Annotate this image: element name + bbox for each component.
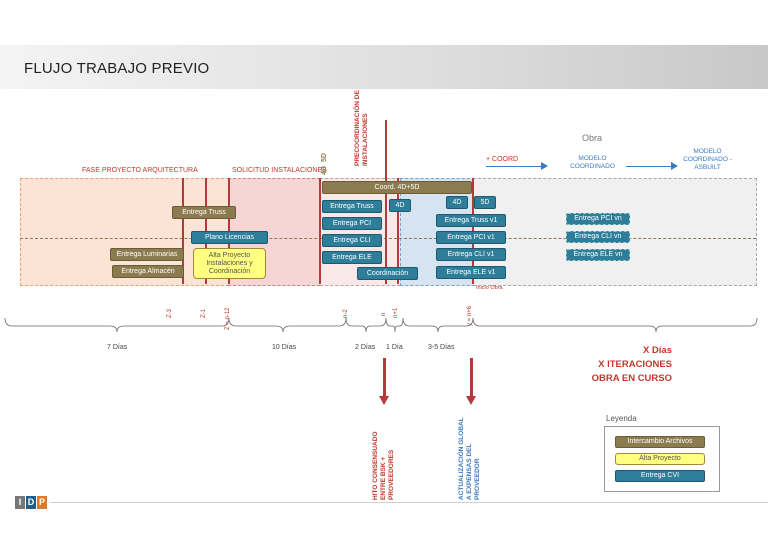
- tick-label: Z-1: [201, 309, 207, 318]
- entrega-cli-vn-box: Entrega CLI vn: [566, 231, 630, 243]
- legend-item-intercambio: Intercambio Archivos: [615, 436, 705, 448]
- entrega-ele-v1-box: Entrega ELE v1: [436, 266, 506, 279]
- entrega-pci-box: Entrega PCI: [322, 217, 382, 230]
- alta-proyecto-box: Alta Proyecto Instalaciones y Coordinaci…: [193, 248, 266, 279]
- legend-title: Leyenda: [606, 414, 637, 423]
- entrega-truss-box: Entrega Truss: [172, 206, 236, 219]
- logo-letter-i: I: [15, 496, 25, 509]
- arrow-down-hito: [383, 358, 386, 398]
- modelo-arrow-head: [671, 162, 678, 170]
- phase-label-5d: 5D: [321, 153, 328, 162]
- timeline-marker-n2: [319, 178, 321, 284]
- box-4d-b: 4D: [446, 196, 468, 209]
- timeline-marker-n1: [397, 178, 399, 284]
- arrow-head-hito: [379, 396, 389, 405]
- coord-arrow: [486, 166, 546, 167]
- box-5d: 5D: [474, 196, 496, 209]
- coord-4d5d-box: Coord. 4D+5D: [322, 181, 472, 194]
- tick-label: n: [381, 312, 387, 316]
- coordinacion-box: Coordinación: [357, 267, 418, 280]
- company-logo: I D P: [15, 496, 47, 509]
- timeline-marker-z3: [182, 178, 184, 284]
- entrega-truss-box-2: Entrega Truss: [322, 200, 382, 213]
- entrega-truss-v1-box: Entrega Truss v1: [436, 214, 506, 227]
- footer-line: [50, 502, 768, 503]
- box-4d-a: 4D: [389, 199, 411, 212]
- entrega-almacen-box: Entrega Almacén: [112, 265, 184, 278]
- actualizacion-label: ACTUALIZACIÓN GLOBAL A EXPENSAS DEL PROV…: [458, 417, 481, 500]
- duration-label: 2 Días: [355, 344, 376, 351]
- logo-letter-d: D: [26, 496, 36, 509]
- modelo-asbuilt-label: MODELO COORDINADO - ASBUILT: [683, 148, 732, 171]
- iterations-text: X Días X ITERACIONES OBRA EN CURSO: [560, 344, 672, 386]
- iterations-line3: OBRA EN CURSO: [591, 373, 672, 384]
- timeline-braces: [4, 318, 758, 333]
- modelo-arrow: [626, 166, 676, 167]
- phase-label-solicitud: SOLICITUD INSTALACIONES: [232, 167, 327, 174]
- entrega-ele-box: Entrega ELE: [322, 251, 382, 264]
- duration-label: 10 Días: [272, 344, 297, 351]
- hito-label: HITO CONSENSUADO ENTRE BSK + PROVEEDORES: [372, 431, 395, 501]
- coord-arrow-head: [541, 162, 548, 170]
- entrega-cli-box: Entrega CLI: [322, 234, 382, 247]
- timeline-marker-n: [385, 120, 387, 284]
- arrow-down-actualizacion: [470, 358, 473, 398]
- phase-label-obra: Obra: [582, 133, 603, 143]
- center-dashed-line: [20, 238, 756, 239]
- entrega-ele-vn-box: Entrega ELE vn: [566, 249, 630, 261]
- inicio-obra-label: Inicio Obra: [476, 285, 503, 291]
- phase-label-4d: 4D: [321, 166, 328, 175]
- duration-label: 1 Día: [386, 344, 403, 351]
- entrega-pci-v1-box: Entrega PCI v1: [436, 231, 506, 244]
- duration-label: 7 Días: [107, 344, 128, 351]
- title-bar: [0, 45, 768, 89]
- legend-item-entrega: Entrega CVI: [615, 470, 705, 482]
- iterations-line1: X Días: [642, 345, 672, 356]
- legend-item-alta: Alta Proyecto: [615, 453, 705, 465]
- plano-licencias-box: Plano Licencias: [191, 231, 268, 244]
- entrega-luminarias-box: Entrega Luminarias: [110, 248, 184, 261]
- tick-label: Z-3: [167, 309, 173, 318]
- tick-label: n+1: [393, 307, 399, 318]
- logo-letter-p: P: [37, 496, 47, 509]
- tick-label: n-2: [343, 309, 349, 318]
- page-title: FLUJO TRABAJO PREVIO: [24, 60, 210, 77]
- duration-label: 3-5 Días: [428, 344, 455, 351]
- phase-label-arquitectura: FASE PROYECTO ARQUITECTURA: [82, 167, 198, 174]
- coord-label: + COORD: [486, 156, 519, 163]
- entrega-cli-v1-box: Entrega CLI v1: [436, 248, 506, 261]
- iterations-line2: X ITERACIONES: [598, 359, 672, 370]
- entrega-pci-vn-box: Entrega PCI vn: [566, 213, 630, 225]
- arrow-head-actualizacion: [466, 396, 476, 405]
- phase-label-precoord: PRECOORDINACIÓN DE INSTALACIONES: [354, 90, 369, 166]
- modelo-coordinado-label: MODELO COORDINADO: [570, 155, 615, 170]
